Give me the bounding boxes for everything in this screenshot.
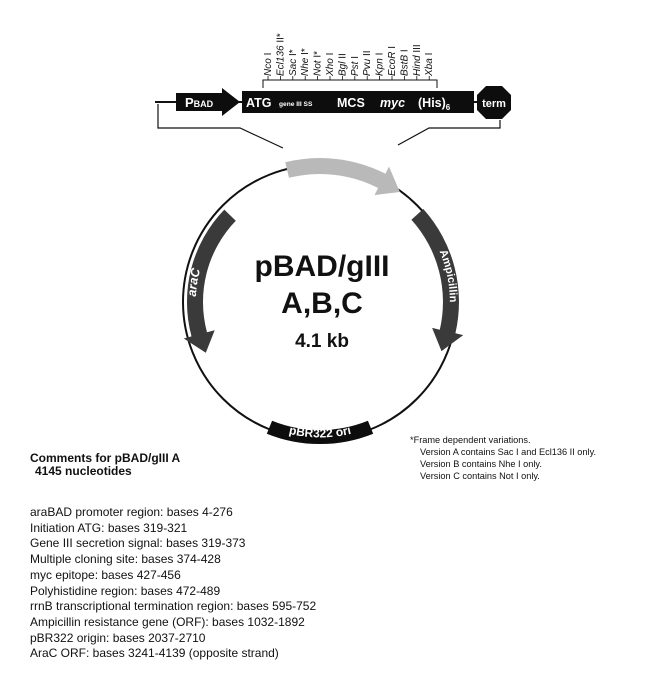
restriction-site-label: Kpn I bbox=[375, 53, 386, 76]
cassette-arc-arrow bbox=[285, 158, 400, 196]
comments-subtitle: 4145 nucleotides bbox=[35, 464, 132, 478]
zoom-lines bbox=[157, 104, 501, 149]
expression-cassette: PBAD ATG gene III SS MCS myc (His)6 term bbox=[155, 86, 511, 119]
signal-sequence-label: gene III SS bbox=[279, 101, 313, 108]
restriction-site-label: Nhe I* bbox=[300, 48, 311, 76]
restriction-site-label: BstB I bbox=[399, 49, 410, 76]
atg-label: ATG bbox=[246, 96, 271, 110]
feature-item: Gene III secretion signal: bases 319-373 bbox=[30, 536, 246, 551]
myc-label: myc bbox=[380, 96, 405, 110]
restriction-site-label: Pvu II bbox=[362, 50, 373, 76]
footnote-version-c: Version C contains Not I only. bbox=[420, 471, 540, 481]
restriction-site-label: Hind III bbox=[412, 44, 423, 76]
footnote-version-b: Version B contains Nhe I only. bbox=[420, 459, 542, 469]
footnote-version-a: Version A contains Sac I and Ecl136 II o… bbox=[420, 447, 597, 457]
site-bracket bbox=[262, 79, 438, 88]
feature-item: Multiple cloning site: bases 374-428 bbox=[30, 552, 221, 567]
restriction-site-label: Ecl136 II* bbox=[275, 33, 286, 76]
plasmid-size: 4.1 kb bbox=[295, 331, 349, 352]
terminator-octagon bbox=[477, 86, 511, 119]
feature-arcs bbox=[183, 158, 464, 445]
feature-item: rrnB transcriptional termination region:… bbox=[30, 599, 317, 614]
restriction-site-label: Bgl II bbox=[337, 53, 348, 76]
mcs-label: MCS bbox=[337, 96, 365, 110]
restriction-site-label: Xba I bbox=[424, 53, 435, 77]
ampicillin-arrow bbox=[411, 209, 464, 352]
feature-list: araBAD promoter region: bases 4-276 Init… bbox=[30, 505, 450, 662]
feature-item: Initiation ATG: bases 319-321 bbox=[30, 520, 188, 535]
ori-label: pBR322 ori bbox=[288, 423, 352, 440]
comments-section: Comments for pBAD/gIII A 4145 nucleotide… bbox=[30, 452, 450, 662]
plasmid-versions: A,B,C bbox=[281, 287, 363, 320]
cassette-box bbox=[242, 91, 474, 113]
promoter-arrow bbox=[176, 88, 240, 116]
restriction-site-label: Pst I bbox=[350, 56, 361, 76]
his-tag-label: (His)6 bbox=[418, 96, 451, 112]
restriction-site-label: Xho I bbox=[325, 53, 336, 77]
restriction-site-label: Sac I* bbox=[288, 49, 299, 76]
feature-item: myc epitope: bases 427-456 bbox=[30, 567, 181, 582]
ori-band bbox=[266, 420, 374, 445]
frame-footnote: *Frame dependent variations. Version A c… bbox=[410, 434, 596, 482]
arac-arrow bbox=[183, 209, 236, 353]
feature-item: Ampicillin resistance gene (ORF): bases … bbox=[30, 614, 305, 629]
feature-item: Polyhistidine region: bases 472-489 bbox=[30, 583, 221, 598]
feature-item: araBAD promoter region: bases 4-276 bbox=[30, 505, 233, 519]
plasmid-name: pBAD/gIII bbox=[255, 250, 390, 283]
restriction-site-label: EcoR I bbox=[387, 46, 398, 76]
feature-item: pBR322 origin: bases 2037-2710 bbox=[30, 630, 206, 645]
feature-item: AraC ORF: bases 3241-4139 (opposite stra… bbox=[30, 646, 279, 661]
terminator-label: term bbox=[482, 98, 506, 110]
footnote-header: *Frame dependent variations. bbox=[410, 435, 531, 445]
comments-title: Comments for pBAD/gIII A bbox=[30, 451, 181, 465]
restriction-site-label: Not I* bbox=[313, 51, 324, 76]
ampicillin-label: Ampicillin bbox=[437, 248, 459, 303]
restriction-site-label: Nco I bbox=[263, 53, 274, 76]
promoter-label: PBAD bbox=[185, 95, 214, 110]
